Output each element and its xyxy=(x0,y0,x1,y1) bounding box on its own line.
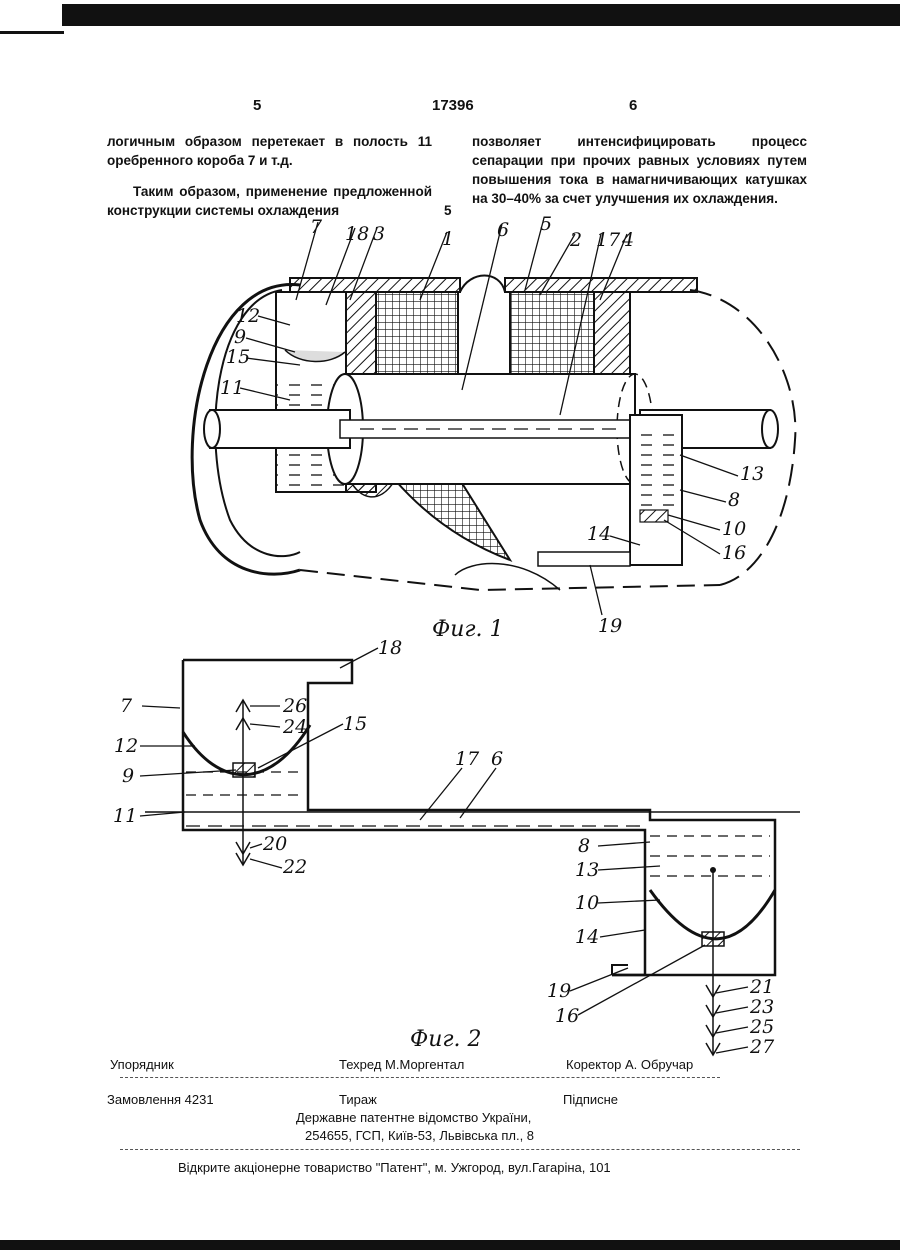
figure-2-drawing xyxy=(145,660,800,1055)
fig2-label-22: 22 xyxy=(282,856,307,878)
fig2-label-7: 7 xyxy=(120,695,133,717)
fig2-label-20: 20 xyxy=(262,833,287,855)
fig2-label-24: 24 xyxy=(282,716,307,738)
footer-corrector: Коректор А. Обручар xyxy=(566,1057,693,1072)
fig1-label-4: 4 xyxy=(621,229,634,251)
fig2-label-8: 8 xyxy=(578,835,590,857)
fig2-label-17: 17 xyxy=(455,748,480,770)
fig1-label-12: 12 xyxy=(236,305,260,327)
fig2-label-27: 27 xyxy=(749,1036,775,1058)
fig1-label-16: 16 xyxy=(722,542,746,564)
footer-divider-2 xyxy=(120,1149,800,1150)
footer-compiler: Упорядник xyxy=(110,1057,174,1072)
fig2-label-19: 19 xyxy=(547,980,571,1002)
footer-address: 254655, ГСП, Київ-53, Львівська пл., 8 xyxy=(305,1128,534,1143)
fig2-label-6: 6 xyxy=(491,748,503,770)
fig1-label-8: 8 xyxy=(728,489,740,511)
fig1-label-15: 15 xyxy=(226,346,250,368)
fig2-label-23: 23 xyxy=(749,996,774,1018)
fig2-caption: Фиг. 2 xyxy=(410,1027,482,1052)
fig1-label-10: 10 xyxy=(722,518,746,540)
footer-circulation: Тираж xyxy=(339,1092,377,1107)
fig1-label-13: 13 xyxy=(740,463,764,485)
footer-signed: Підписне xyxy=(563,1092,618,1107)
footer-techred: Техред М.Моргентал xyxy=(339,1057,464,1072)
fig2-label-21: 21 xyxy=(749,976,774,998)
footer-office: Державне патентне відомство України, xyxy=(296,1110,531,1125)
footer-divider-1 xyxy=(120,1077,720,1078)
fig1-label-14: 14 xyxy=(587,523,611,545)
fig2-label-13: 13 xyxy=(575,859,599,881)
fig1-label-19: 19 xyxy=(598,615,622,637)
footer-printer: Відкрите акціонерне товариство "Патент",… xyxy=(178,1160,611,1175)
fig2-label-26: 26 xyxy=(282,695,307,717)
fig2-label-14: 14 xyxy=(575,926,599,948)
fig2-label-16: 16 xyxy=(555,1005,579,1027)
fig2-label-18: 18 xyxy=(378,637,402,659)
fig1-caption: Фиг. 1 xyxy=(432,617,504,642)
fig2-label-9: 9 xyxy=(122,765,134,787)
bottom-border-bar xyxy=(0,1240,900,1250)
fig2-label-25: 25 xyxy=(749,1016,774,1038)
fig1-label-18: 18 xyxy=(345,223,369,245)
fig2-label-12: 12 xyxy=(114,735,138,757)
fig2-label-11: 11 xyxy=(113,805,137,827)
figure-2-labels: 18 7 12 9 11 26 24 15 20 22 17 6 8 13 10… xyxy=(113,637,775,1058)
fig2-label-10: 10 xyxy=(575,892,599,914)
fig2-label-15: 15 xyxy=(343,713,367,735)
footer-order: Замовлення 4231 xyxy=(107,1092,214,1107)
fig1-label-9: 9 xyxy=(234,326,246,348)
